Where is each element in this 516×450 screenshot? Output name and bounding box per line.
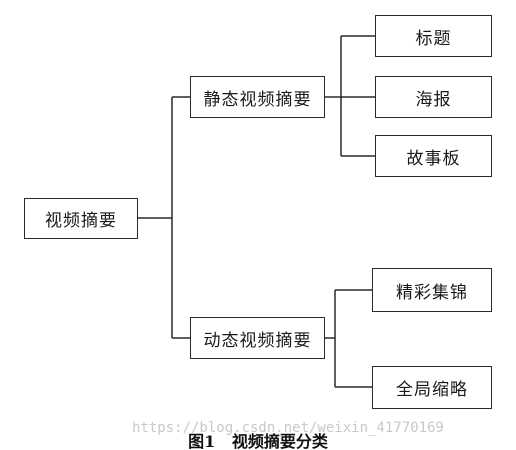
storyboard-node: 故事板	[375, 135, 492, 177]
global-thumbnail-node: 全局缩略	[372, 366, 492, 409]
poster-node: 海报	[375, 76, 492, 118]
title-node: 标题	[375, 15, 492, 57]
root-node: 视频摘要	[24, 198, 138, 239]
figure-caption: 图1 视频摘要分类	[188, 432, 328, 450]
watermark-url: https://blog.csdn.net/weixin_41770169	[132, 420, 444, 436]
highlights-node: 精彩集锦	[372, 268, 492, 312]
static-summary-node: 静态视频摘要	[190, 76, 325, 118]
dynamic-summary-node: 动态视频摘要	[190, 317, 325, 359]
